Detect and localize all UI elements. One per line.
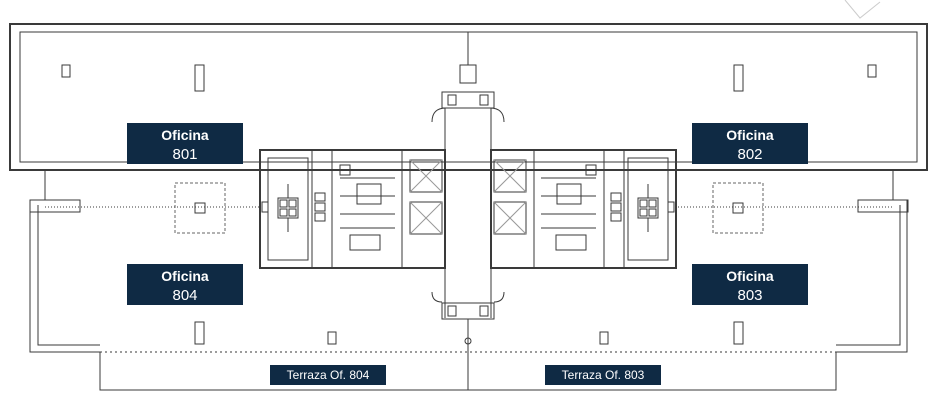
core-left bbox=[259, 149, 446, 269]
office-label-804: Oficina 804 bbox=[127, 264, 243, 305]
office-number: 802 bbox=[737, 146, 763, 163]
office-title: Oficina bbox=[161, 268, 209, 284]
terrace-label-804: Terraza Of. 804 bbox=[270, 365, 386, 385]
office-title: Oficina bbox=[726, 127, 774, 143]
office-number: 803 bbox=[737, 287, 763, 304]
shaft-right bbox=[712, 182, 764, 234]
office-label-803: Oficina 803 bbox=[692, 264, 808, 305]
terrace-label-803: Terraza Of. 803 bbox=[545, 365, 661, 385]
office-number: 801 bbox=[172, 146, 198, 163]
office-number: 804 bbox=[172, 287, 198, 304]
office-title: Oficina bbox=[161, 127, 209, 143]
shaft-left bbox=[174, 182, 226, 234]
corner-mark bbox=[844, 0, 881, 19]
office-label-802: Oficina 802 bbox=[692, 123, 808, 164]
office-title: Oficina bbox=[726, 268, 774, 284]
office-label-801: Oficina 801 bbox=[127, 123, 243, 164]
core-right bbox=[490, 149, 677, 269]
